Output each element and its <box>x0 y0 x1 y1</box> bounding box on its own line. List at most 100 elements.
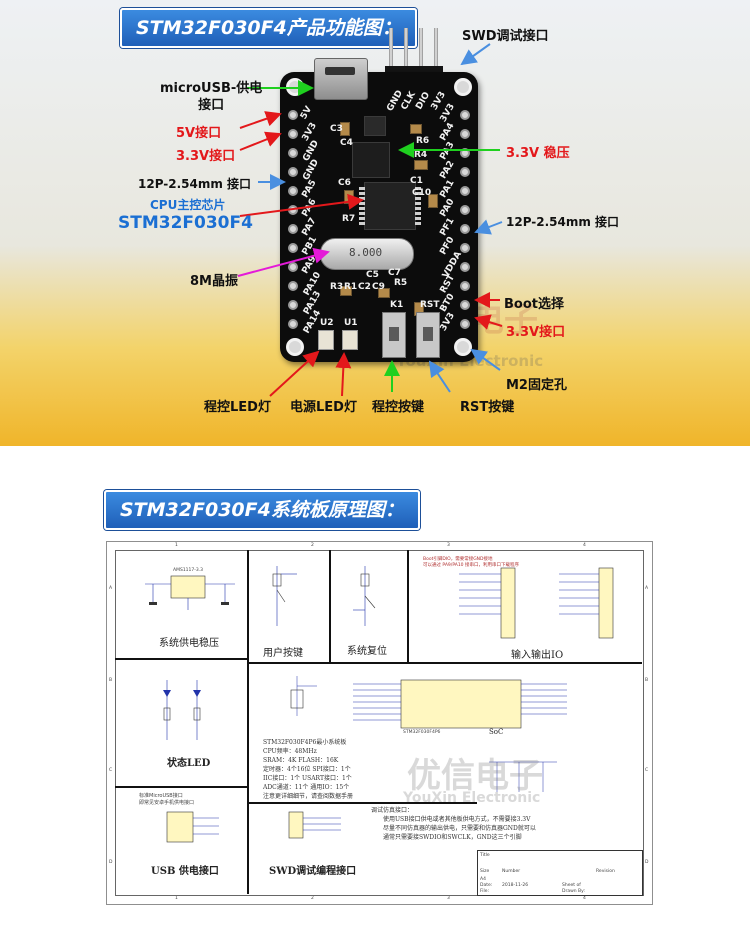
inner-frame <box>115 550 644 896</box>
label-usb: microUSB-供电 接口 <box>160 81 263 113</box>
schematic-title-banner: STM32F030F4系统板原理图： <box>104 490 420 530</box>
swd-circuit <box>288 811 341 839</box>
right-header-pad <box>460 281 470 291</box>
section-reset: 系统复位 <box>347 646 387 657</box>
silk-c1: C1 <box>410 176 423 186</box>
soc-note-3: 定时器：4个16位 SPI接口：1个 <box>263 766 351 773</box>
left-header-pad <box>288 262 298 272</box>
divider <box>407 550 409 664</box>
soc-circuit <box>290 676 567 792</box>
silk-r4: R4 <box>414 150 428 160</box>
divider <box>247 662 642 664</box>
swd-note-0: 调试仿真接口： <box>371 807 414 814</box>
section-key: 用户按键 <box>263 648 303 659</box>
mount-hole-bl <box>286 338 304 356</box>
swd-note-1: 使用USB接口供电或者其他板供电方式，不需要接3.3V <box>383 816 531 823</box>
left-header-pad <box>288 319 298 329</box>
label-led-pwr: 电源LED灯 <box>290 400 357 415</box>
title-block: Title Size Number Revision A4 Date: 2018… <box>477 850 643 896</box>
usb-note-1: 标准MicroUSB接口 <box>139 793 183 799</box>
col-mark-3: 3 <box>447 543 450 548</box>
io-headers <box>459 567 614 639</box>
label-key-prog: 程控按键 <box>372 400 425 415</box>
smd-part <box>340 122 350 136</box>
arrow-5v <box>239 111 282 129</box>
arrow-key-rst <box>428 360 451 393</box>
silk-r1: R1 <box>344 282 358 292</box>
smd-part <box>340 286 352 296</box>
arrow-xtal <box>237 247 330 277</box>
smd-part <box>410 124 422 134</box>
right-header-pad <box>460 319 470 329</box>
smd-part <box>378 288 390 298</box>
usb-circuit <box>166 811 219 843</box>
schematic-watermark-en: YouXin Electronic <box>403 790 541 806</box>
col-mark-4: 4 <box>583 543 586 548</box>
soc-note-2: SRAM：4K FLASH：16K <box>263 757 339 764</box>
arrow-header-right <box>474 219 503 235</box>
tb-a4: A4 <box>480 877 486 882</box>
swd-note-2: 尽量不同仿真器的输出供电，只需要和仿真器GND就可以 <box>383 825 536 832</box>
tb-title: Title <box>480 853 490 858</box>
label-cpu: CPU主控芯片 <box>150 198 226 212</box>
smd-part <box>428 194 438 208</box>
row-mark-d: D <box>109 860 113 865</box>
product-title-banner: STM32F030F4产品功能图： <box>120 8 417 48</box>
tb-revision: Revision <box>596 869 615 874</box>
section-soc: SoC <box>489 728 504 736</box>
row-mark-d-r: D <box>645 860 649 865</box>
left-header-pad <box>288 167 298 177</box>
section-io: 输入输出IO <box>511 650 564 661</box>
label-led-prog: 程控LED灯 <box>204 400 271 415</box>
silk-c5: C5 <box>366 270 379 280</box>
led-circuit <box>163 680 201 740</box>
silk-c6: C6 <box>338 178 351 188</box>
right-header-pad <box>460 243 470 253</box>
silk-r7: R7 <box>342 214 356 224</box>
divider <box>247 550 249 894</box>
left-header-pad <box>288 243 298 253</box>
left-header-pad <box>288 186 298 196</box>
mount-hole-br <box>454 338 472 356</box>
divider <box>115 786 249 788</box>
silk-rst: RST <box>420 300 440 310</box>
ldo-regulator <box>352 142 390 178</box>
soc-note-6: 注意更详细细节，请查阅数据手册 <box>263 793 354 800</box>
row-mark-c-r: C <box>645 768 649 773</box>
right-header-pad <box>460 167 470 177</box>
section-power: 系统供电稳压 <box>159 638 219 649</box>
usb-note-2: 即常见安卓手机供电接口 <box>139 800 195 806</box>
left-header-pad <box>288 300 298 310</box>
right-header-pad <box>460 262 470 272</box>
silk-c9: C9 <box>372 282 385 292</box>
col-mark-2: 2 <box>311 543 314 548</box>
col-mark-4b: 4 <box>583 896 586 901</box>
led-power <box>342 330 358 350</box>
silk-r6: R6 <box>416 136 430 146</box>
silk-c4: C4 <box>340 138 353 148</box>
left-header-pad <box>288 281 298 291</box>
callout-arrows <box>237 43 503 397</box>
reset-circuit <box>353 566 376 626</box>
program-key[interactable] <box>382 312 406 358</box>
crystal-oscillator: 8.000 <box>320 238 414 270</box>
right-header-pad <box>460 205 470 215</box>
tb-file: File: <box>480 889 490 894</box>
tb-drawn: Drawn By: <box>562 889 585 894</box>
tb-number: Number <box>502 869 521 874</box>
col-mark-2b: 2 <box>311 896 314 901</box>
label-ldo: 3.3V 稳压 <box>506 146 570 161</box>
rst-key[interactable] <box>416 312 440 358</box>
left-header-pad <box>288 224 298 234</box>
soc-note-4: IIC接口：1个 USART接口：1个 <box>263 775 352 782</box>
power-circuit <box>145 575 235 610</box>
key-circuit <box>272 566 297 626</box>
right-header-pad <box>460 129 470 139</box>
tb-sheet: Sheet of <box>562 883 581 888</box>
io-note-2: 可以通过 PA9/PA10 接串口，利用串口下载程序 <box>423 563 519 568</box>
silk-c2: C2 <box>358 282 371 292</box>
right-header-pad <box>460 110 470 120</box>
silk-c3: C3 <box>330 124 343 134</box>
label-3v3-left: 3.3V接口 <box>176 149 236 164</box>
schematic-sheet: 1 2 3 4 1 2 3 4 A B C D A B C D 系统供电稳压 用… <box>106 541 653 905</box>
